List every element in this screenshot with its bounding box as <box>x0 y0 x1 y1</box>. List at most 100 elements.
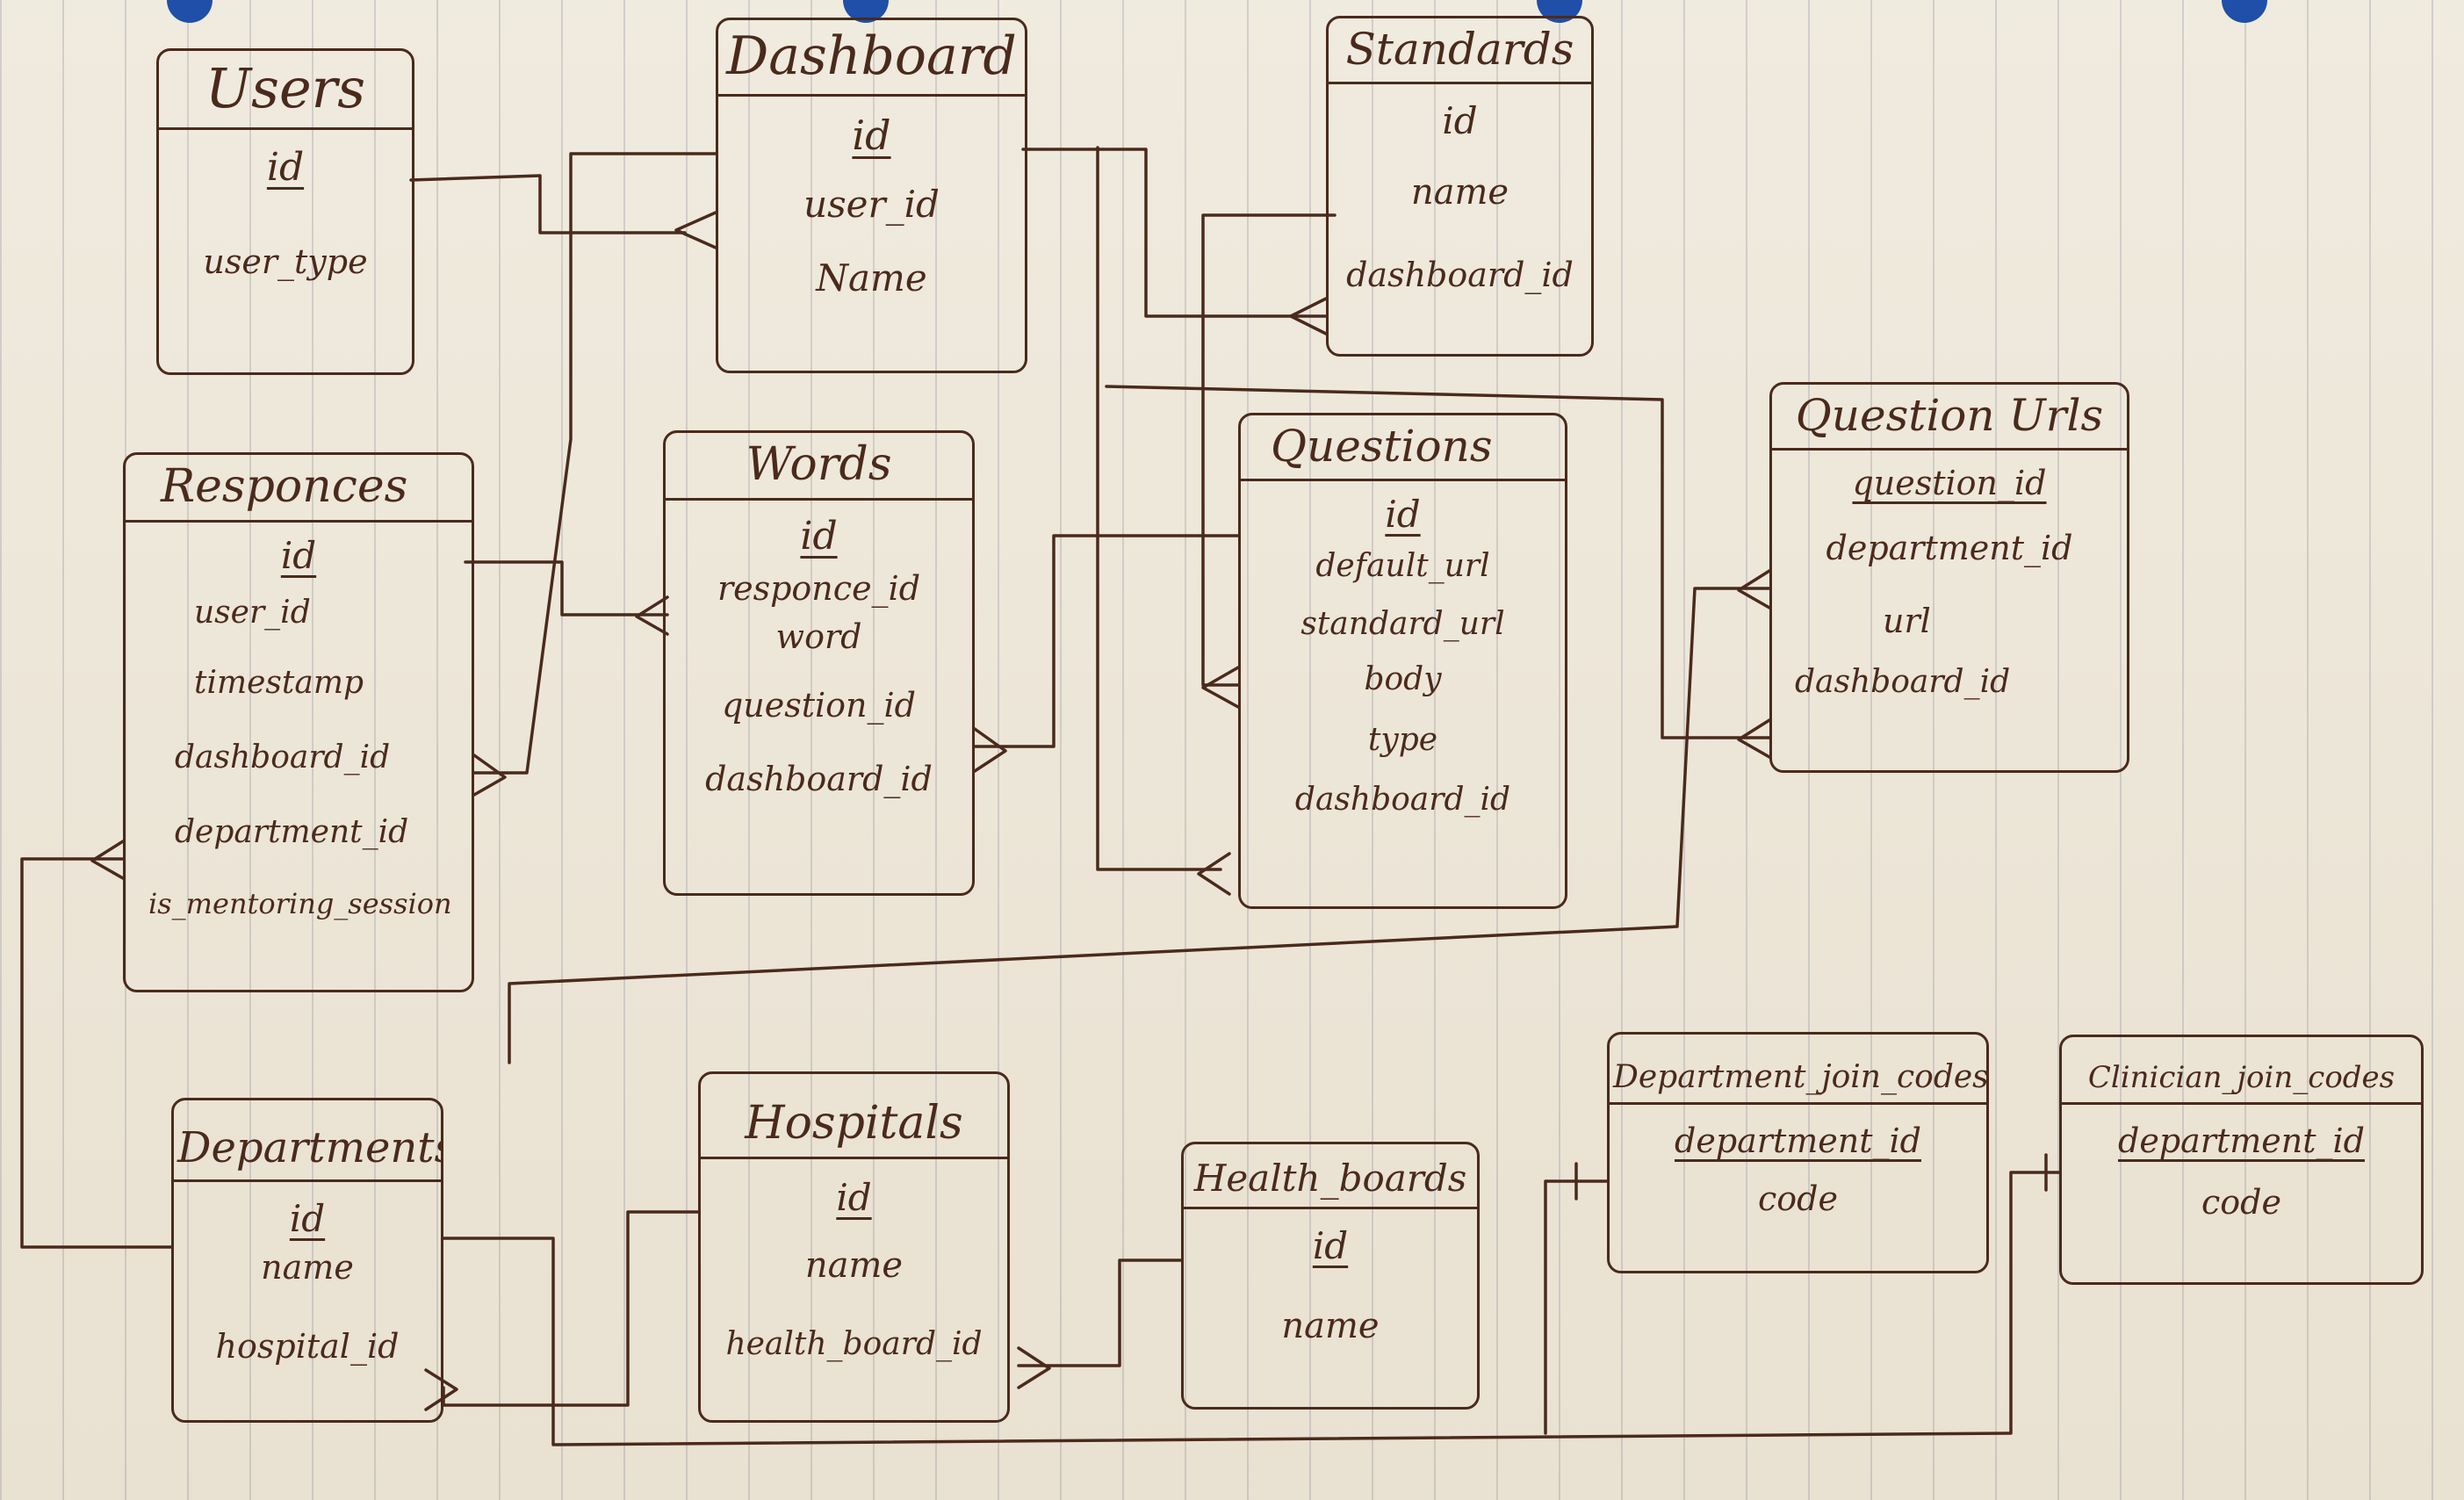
entity-field: name <box>1281 1306 1380 1347</box>
entity-title: Clinician_join_codes <box>2062 1037 2421 1105</box>
entity-standards[interactable]: Standards id name dashboard_id <box>1326 16 1594 357</box>
crows-foot <box>424 1368 458 1411</box>
crows-foot <box>1197 852 1231 896</box>
entity-field: question_id <box>721 685 917 725</box>
entity-field: department_id <box>1675 1121 1921 1160</box>
entity-field: dashboard_id <box>1795 664 2011 701</box>
entity-department-join-codes[interactable]: Department_join_codes department_id code <box>1607 1032 1989 1273</box>
entity-fields: id name health_board_id <box>701 1159 1007 1372</box>
entity-field: type <box>1367 722 1438 759</box>
entity-field: id <box>280 534 317 577</box>
entity-title: Dashboard <box>718 20 1025 97</box>
binder-holes <box>0 0 2464 35</box>
entity-field: standard_url <box>1300 605 1505 642</box>
relationship-line <box>472 152 717 775</box>
crows-foot <box>1737 718 1771 759</box>
entity-field: hospital_id <box>215 1326 400 1366</box>
entity-words[interactable]: Words id responce_id word question_id da… <box>663 430 975 896</box>
entity-fields: id name <box>1184 1209 1477 1355</box>
entity-field: dashboard_id <box>1294 781 1511 818</box>
relationship-line <box>508 587 1771 1064</box>
entity-fields: department_id code <box>1610 1105 1986 1227</box>
entity-field: department_id <box>1826 528 2073 567</box>
entity-title: Hospitals <box>701 1074 1007 1159</box>
entity-field: name <box>804 1245 904 1287</box>
entity-field: health_board_id <box>725 1326 983 1363</box>
entity-field: dashboard_id <box>175 739 391 776</box>
relationship-line <box>1021 148 1328 318</box>
relationship-line <box>442 1210 700 1407</box>
relationship-line <box>973 534 1240 748</box>
relationship-line <box>1105 385 1771 739</box>
entity-title: Departments <box>174 1100 441 1182</box>
entity-field: dashboard_id <box>1346 256 1574 295</box>
entity-field: Name <box>816 256 927 300</box>
entity-title: Users <box>159 51 412 130</box>
entity-field: id <box>836 1176 872 1219</box>
relationship-line <box>442 1171 2061 1446</box>
entity-field: user_id <box>194 595 311 631</box>
entity-departments[interactable]: Departments id name hospital_id <box>171 1098 443 1423</box>
crows-foot <box>674 211 717 249</box>
entity-hospitals[interactable]: Hospitals id name health_board_id <box>698 1071 1010 1423</box>
crows-foot <box>1201 666 1240 709</box>
entity-field: dashboard_id <box>705 759 933 798</box>
entity-fields: id name hospital_id <box>174 1182 441 1375</box>
relationship-line <box>409 174 687 234</box>
crows-foot <box>635 595 669 636</box>
entity-field: responce_id <box>717 568 921 608</box>
entity-title: Department_join_codes <box>1610 1035 1986 1105</box>
crows-foot <box>1289 297 1328 335</box>
entity-field: is_mentoring_session <box>148 886 452 920</box>
entity-field: id <box>289 1197 326 1240</box>
entity-fields: id user_id timestamp dashboard_id depart… <box>126 523 472 929</box>
entity-fields: id default_url standard_url body type da… <box>1241 481 1565 826</box>
entity-field: word <box>775 617 862 657</box>
crows-foot <box>973 727 1007 773</box>
entity-field: user_type <box>203 242 368 281</box>
entity-question-urls[interactable]: Question Urls question_id department_id … <box>1769 382 2129 773</box>
entity-field: code <box>2201 1182 2281 1222</box>
entity-clinician-join-codes[interactable]: Clinician_join_codes department_id code <box>2059 1035 2424 1285</box>
entity-field: url <box>1883 602 1931 641</box>
entity-dashboard[interactable]: Dashboard id user_id Name <box>716 18 1027 373</box>
entity-field: department_id <box>175 814 409 851</box>
entity-fields: id user_type <box>159 130 412 290</box>
relationship-line <box>20 857 173 1249</box>
entity-field: body <box>1364 661 1442 698</box>
crows-foot <box>472 754 507 797</box>
entity-field: id <box>1385 493 1421 536</box>
entity-field: id <box>852 112 891 159</box>
entity-field: timestamp <box>194 664 364 701</box>
entity-field: id <box>1442 99 1478 142</box>
crows-foot <box>1017 1346 1051 1389</box>
entity-title: Words <box>666 433 972 501</box>
entity-field: id <box>266 145 305 190</box>
relationship-line <box>1201 213 1336 687</box>
entity-users[interactable]: Users id user_type <box>156 48 414 375</box>
entity-title: Questions <box>1241 415 1565 481</box>
entity-field: question_id <box>1852 464 2047 502</box>
entity-title: Standards <box>1329 18 1591 84</box>
entity-fields: question_id department_id url dashboard_… <box>1772 451 2127 709</box>
entity-fields: id name dashboard_id <box>1329 84 1591 304</box>
entity-responces[interactable]: Responces id user_id timestamp dashboard… <box>123 452 474 992</box>
relationship-line <box>1017 1258 1183 1367</box>
entity-title: Responces <box>126 455 472 523</box>
entity-field: id <box>800 514 838 559</box>
entity-health-boards[interactable]: Health_boards id name <box>1181 1142 1480 1410</box>
entity-field: user_id <box>803 182 940 226</box>
entity-field: name <box>261 1248 354 1287</box>
entity-field: default_url <box>1315 548 1490 585</box>
entity-field: id <box>1312 1224 1349 1267</box>
entity-fields: id responce_id word question_id dashboar… <box>666 501 972 807</box>
entity-field: code <box>1758 1179 1838 1218</box>
entity-fields: id user_id Name <box>718 97 1025 308</box>
relationship-line <box>464 560 669 617</box>
crows-foot <box>1737 569 1771 609</box>
entity-fields: department_id code <box>2062 1105 2421 1230</box>
relationship-line <box>1544 1179 1609 1435</box>
entity-questions[interactable]: Questions id default_url standard_url bo… <box>1238 413 1567 909</box>
